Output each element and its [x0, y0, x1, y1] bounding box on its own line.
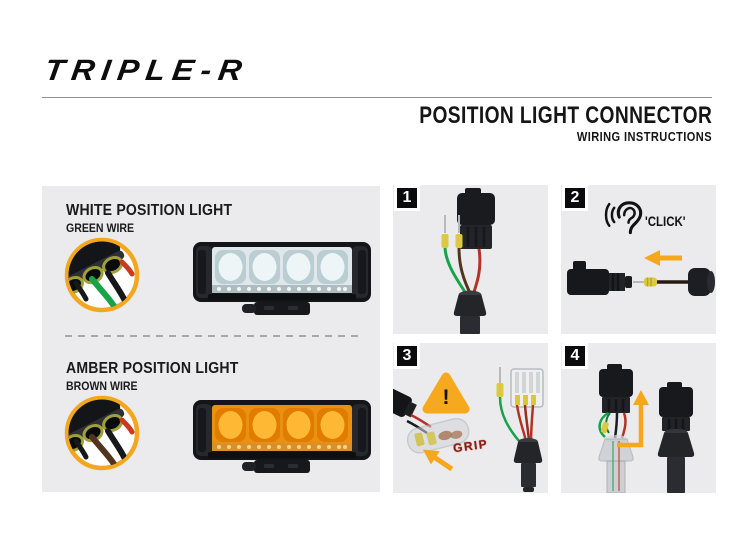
page-subtitle: WIRING INSTRUCTIONS — [576, 129, 712, 145]
warning-exclamation: ! — [442, 386, 450, 409]
step-number-badge: 1 — [394, 185, 420, 211]
legend-panel: WHITE POSITION LIGHT GREEN WIRE — [42, 186, 380, 492]
legend-section-white: WHITE POSITION LIGHT GREEN WIRE — [42, 186, 380, 334]
step3-illustration — [393, 367, 544, 492]
amber-lightbar-icon — [193, 400, 371, 473]
legend-section-amber: AMBER POSITION LIGHT BROWN WIRE — [42, 344, 380, 492]
legend-title-white: WHITE POSITION LIGHT — [66, 202, 233, 219]
header-divider — [42, 97, 712, 98]
brand-logo: TRIPLE-R — [42, 53, 251, 87]
legend-subtitle-brown-wire: BROWN WIRE — [66, 379, 138, 393]
page-title: POSITION LIGHT CONNECTOR — [419, 102, 712, 129]
step-panel-4: 4 — [561, 343, 716, 493]
ear-listen-icon — [604, 201, 643, 235]
legend-subtitle-green-wire: GREEN WIRE — [66, 221, 135, 235]
step4-illustration — [598, 364, 695, 493]
step2-illustration — [567, 201, 715, 296]
arrow-up-left-icon — [422, 449, 454, 472]
arrow-up-icon — [617, 390, 649, 448]
legend-title-amber: AMBER POSITION LIGHT — [66, 360, 239, 377]
step-panel-1: 1 — [393, 185, 548, 334]
legend-divider — [65, 335, 360, 337]
step1-illustration — [441, 188, 495, 334]
white-lightbar-icon — [193, 242, 371, 315]
connector-closeup-green-wire-icon — [64, 237, 140, 313]
step-panel-3: 3 — [393, 343, 548, 493]
click-sound-label: 'CLICK' — [645, 214, 686, 229]
header-block: POSITION LIGHT CONNECTOR WIRING INSTRUCT… — [346, 103, 712, 146]
warning-triangle-icon — [422, 372, 470, 414]
step-number-badge: 4 — [562, 343, 588, 369]
step-number-badge: 2 — [562, 185, 588, 211]
connector-closeup-brown-wire-icon — [64, 395, 140, 471]
step-number-badge: 3 — [394, 343, 420, 369]
arrow-left-icon — [644, 250, 682, 266]
step-panel-2: 2 'CLICK' — [561, 185, 716, 334]
